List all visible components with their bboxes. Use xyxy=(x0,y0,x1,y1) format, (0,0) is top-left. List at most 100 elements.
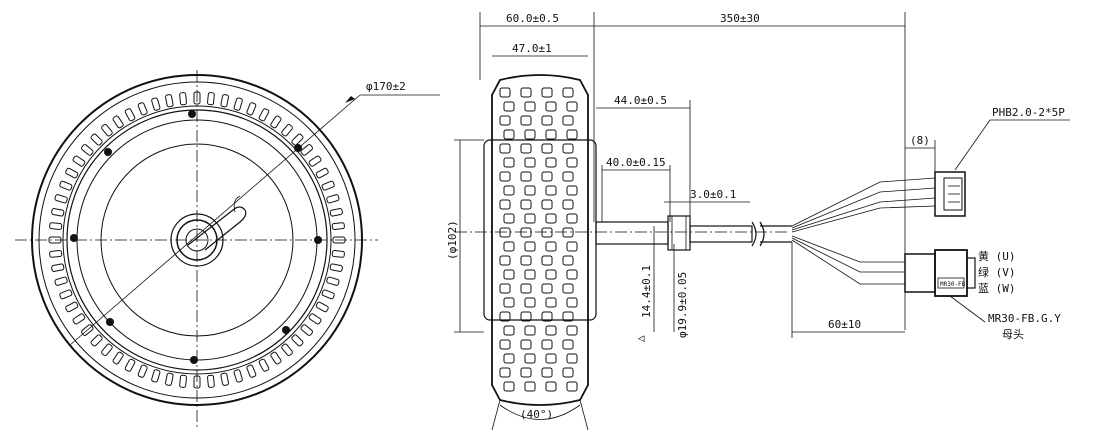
tread-cell xyxy=(541,283,553,294)
connector-offset-label: (8) xyxy=(910,134,930,147)
tread-cell xyxy=(520,311,532,322)
tread-cell xyxy=(541,255,553,266)
tread-cell xyxy=(562,115,574,126)
tread-block xyxy=(137,102,148,116)
axle-boss-outer xyxy=(170,213,224,267)
tread-cell xyxy=(520,227,532,238)
axle-nut xyxy=(667,215,691,251)
tread-block xyxy=(124,108,136,122)
tread-cell xyxy=(524,101,536,112)
phase-connector-label: MR30-FB.G.Y xyxy=(988,312,1061,325)
tread-cell xyxy=(524,213,536,224)
axle-shaft xyxy=(185,228,209,252)
tread-cell xyxy=(541,227,553,238)
tread-cell xyxy=(545,297,557,308)
tread-block xyxy=(258,108,270,122)
tread-cell xyxy=(541,339,553,350)
tread-block xyxy=(65,167,79,179)
bolt-hole xyxy=(70,234,78,242)
phase-wire-w xyxy=(791,239,905,285)
tread-cell xyxy=(520,339,532,350)
tread-cell xyxy=(545,325,557,336)
lead-length-label: 60±10 xyxy=(828,318,861,331)
tread-blocks xyxy=(48,91,346,389)
wire-yellow-label: 黄 (U) xyxy=(978,249,1016,263)
tread-block xyxy=(59,180,73,191)
tread-cell xyxy=(566,325,578,336)
tread-cell xyxy=(562,283,574,294)
phase-connector: MR30-FB xyxy=(904,249,976,297)
overall-width-label: 60.0±0.5 xyxy=(506,12,559,25)
tread-block xyxy=(151,97,161,111)
tread-block xyxy=(54,194,68,204)
tread-block xyxy=(246,364,257,378)
tread-block xyxy=(137,364,148,378)
cable-tip xyxy=(233,195,241,213)
tread-block xyxy=(329,208,343,217)
tread-pattern xyxy=(499,87,578,392)
signal-wire-2 xyxy=(791,187,936,229)
tread-cell xyxy=(566,157,578,168)
tread-cell xyxy=(545,241,557,252)
tread-block xyxy=(193,375,201,389)
tread-cell xyxy=(503,325,515,336)
tread-block xyxy=(124,358,136,372)
tread-cell xyxy=(541,199,553,210)
tread-cell xyxy=(503,269,515,280)
rim-outer-circle xyxy=(66,109,328,371)
tread-cell xyxy=(566,381,578,392)
tread-cell xyxy=(503,241,515,252)
tread-cell xyxy=(524,157,536,168)
flat-symbol: △ xyxy=(634,335,647,342)
tread-cell xyxy=(499,115,511,126)
tread-cell xyxy=(566,129,578,140)
signal-wire-4 xyxy=(791,205,936,233)
tread-block xyxy=(165,372,174,386)
tread-cell xyxy=(566,353,578,364)
tread-cell xyxy=(524,185,536,196)
tread-cell xyxy=(499,367,511,378)
tread-cell xyxy=(520,143,532,154)
tread-block xyxy=(49,222,63,230)
flat-height-label: 14.4±0.1 xyxy=(640,265,653,318)
tread-cell xyxy=(520,367,532,378)
tread-block xyxy=(165,94,174,108)
tread-cell xyxy=(545,269,557,280)
hub-circle xyxy=(100,143,294,337)
tread-block xyxy=(321,289,335,300)
bolt-hole xyxy=(188,110,196,118)
tread-angle-arc xyxy=(499,404,581,420)
tread-block xyxy=(59,289,73,300)
signal-wire-3 xyxy=(791,197,936,231)
bolt-hole xyxy=(314,236,322,244)
tread-cell xyxy=(499,255,511,266)
cable-exit xyxy=(187,206,247,251)
tread-cell xyxy=(566,269,578,280)
cable-length-label: 350±30 xyxy=(720,12,760,25)
bolt-hole xyxy=(190,356,198,364)
tread-block xyxy=(315,301,329,313)
tread-block xyxy=(308,155,322,167)
tread-cell xyxy=(503,129,515,140)
tread-block xyxy=(332,236,346,244)
tread-cell xyxy=(566,297,578,308)
tread-cell xyxy=(499,87,511,98)
bolt-hole xyxy=(282,326,290,334)
tread-cell xyxy=(520,115,532,126)
signal-connector-label: PHB2.0-2*5P xyxy=(992,106,1065,119)
tread-cell xyxy=(562,87,574,98)
wire-green-label: 绿 (V) xyxy=(978,265,1016,279)
tread-block xyxy=(54,276,68,286)
tread-block xyxy=(81,144,94,156)
tread-cell xyxy=(499,199,511,210)
tread-cell xyxy=(541,87,553,98)
wire-blue-label: 蓝 (W) xyxy=(978,282,1016,295)
tread-cell xyxy=(524,241,536,252)
tread-block xyxy=(329,263,343,272)
tread-cell xyxy=(545,185,557,196)
tread-cell xyxy=(566,101,578,112)
tread-cell xyxy=(545,381,557,392)
tread-block xyxy=(112,115,124,129)
hub-diameter-label: (φ102) xyxy=(446,220,459,260)
tread-cell xyxy=(499,171,511,182)
